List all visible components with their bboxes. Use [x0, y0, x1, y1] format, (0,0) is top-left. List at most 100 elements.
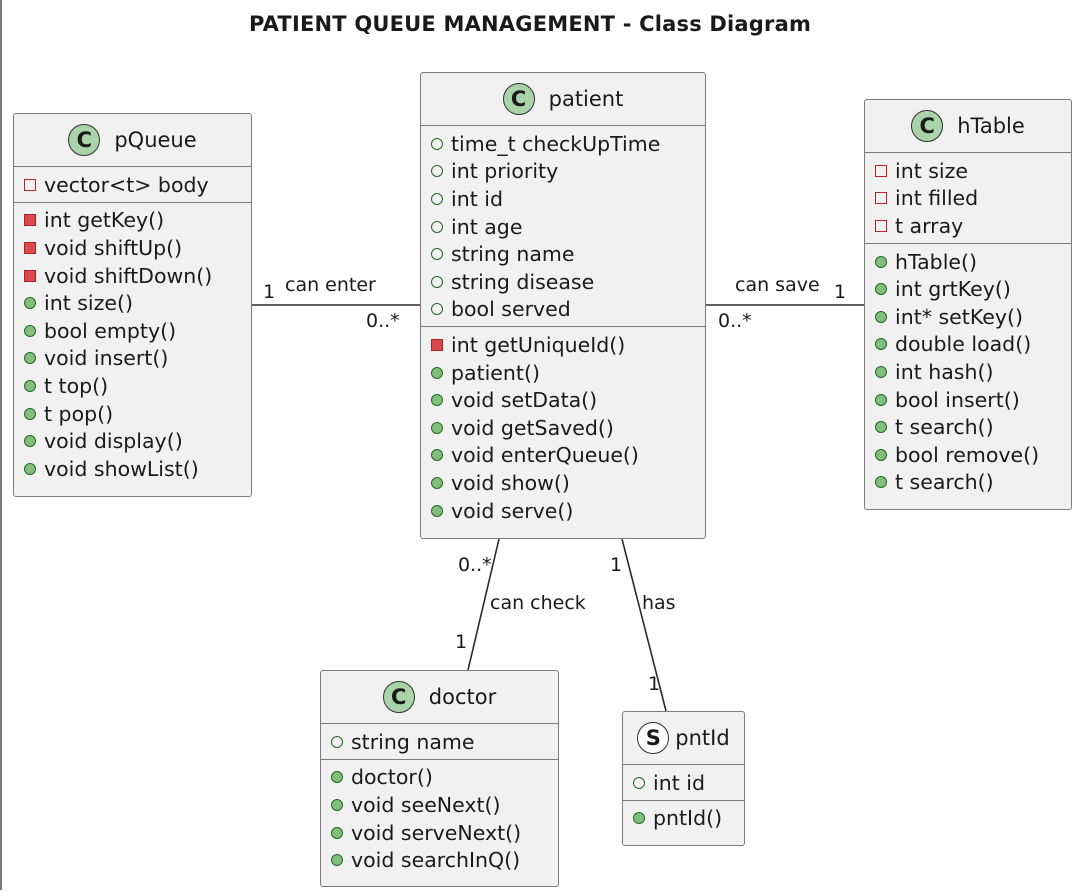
public-method-icon	[633, 812, 645, 825]
method-text: pntId()	[653, 806, 723, 831]
method-row: int* setKey()	[875, 303, 1071, 331]
relation-label-can-check: can check	[490, 592, 586, 614]
public-method-icon	[875, 283, 887, 296]
private-method-icon	[24, 269, 36, 282]
private-field-icon	[24, 178, 36, 191]
attribute-text: int priority	[451, 159, 559, 184]
method-text: t top()	[44, 373, 109, 398]
method-row: int hash()	[875, 358, 1071, 386]
class-pqueue: C pQueue vector<t> body int getKey() voi…	[13, 113, 252, 497]
private-field-icon	[875, 192, 887, 205]
public-method-icon	[331, 854, 343, 867]
method-section: int getKey() void shiftUp() void shiftDo…	[14, 203, 251, 486]
method-text: doctor()	[351, 765, 433, 790]
class-stereotype-icon: C	[502, 83, 535, 115]
class-doctor: C doctor string name doctor() void seeNe…	[320, 670, 559, 887]
method-row: void serve()	[431, 497, 705, 525]
class-htable: C hTable int size int filled t array hTa…	[864, 99, 1072, 510]
method-row: int getUniqueId()	[431, 331, 705, 359]
attribute-text: t array	[895, 213, 964, 238]
method-text: bool empty()	[44, 318, 177, 343]
attribute-row: vector<t> body	[24, 171, 251, 199]
method-row: void searchInQ()	[331, 846, 558, 874]
multiplicity-label: 1	[455, 631, 468, 653]
method-row: t pop()	[24, 400, 251, 428]
public-method-icon	[875, 476, 887, 489]
public-method-icon	[331, 798, 343, 811]
public-method-icon	[331, 771, 343, 784]
private-field-icon	[875, 219, 887, 232]
method-text: t pop()	[44, 401, 114, 426]
public-field-icon	[331, 735, 343, 748]
method-text: void shiftDown()	[44, 263, 213, 288]
method-section: int getUniqueId() patient() void setData…	[421, 327, 705, 527]
method-text: double load()	[895, 332, 1032, 357]
multiplicity-label: 1	[648, 673, 661, 695]
public-method-icon	[24, 435, 36, 448]
method-text: bool remove()	[895, 442, 1040, 467]
public-method-icon	[24, 352, 36, 365]
multiplicity-label: 1	[263, 281, 276, 303]
class-stereotype-icon: C	[382, 681, 415, 713]
public-method-icon	[431, 504, 443, 517]
method-row: void seeNext()	[331, 791, 558, 819]
method-text: void serve()	[451, 498, 574, 523]
method-text: void showList()	[44, 456, 199, 481]
class-header: C pQueue	[14, 114, 251, 167]
attribute-row: bool served	[431, 296, 705, 324]
method-text: void getSaved()	[451, 415, 614, 440]
attribute-row: string name	[431, 240, 705, 268]
attribute-row: int age	[431, 213, 705, 241]
public-field-icon	[431, 275, 443, 288]
method-section: doctor() void seeNext() void serveNext()…	[321, 760, 558, 877]
method-text: void shiftUp()	[44, 235, 183, 260]
public-method-icon	[431, 421, 443, 434]
private-method-icon	[431, 338, 443, 351]
method-section: hTable() int grtKey() int* setKey() doub…	[865, 244, 1071, 499]
public-method-icon	[875, 421, 887, 434]
relation-line-has	[621, 538, 667, 712]
multiplicity-label: 1	[834, 281, 847, 303]
method-row: t search()	[875, 413, 1071, 441]
class-name: pQueue	[114, 128, 197, 152]
method-text: int grtKey()	[895, 277, 1011, 302]
attribute-text: string name	[351, 729, 475, 754]
public-method-icon	[875, 365, 887, 378]
method-text: int getUniqueId()	[451, 332, 626, 357]
method-text: int* setKey()	[895, 304, 1023, 329]
class-patient: C patient time_t checkUpTime int priorit…	[420, 72, 706, 539]
struct-stereotype-icon: S	[637, 722, 670, 754]
method-row: bool empty()	[24, 317, 251, 345]
attribute-row: string name	[331, 728, 558, 756]
method-row: double load()	[875, 331, 1071, 359]
method-text: void seeNext()	[351, 792, 501, 817]
public-field-icon	[431, 137, 443, 150]
method-row: void display()	[24, 427, 251, 455]
method-text: void setData()	[451, 388, 598, 413]
public-method-icon	[875, 393, 887, 406]
method-row: void enterQueue()	[431, 442, 705, 470]
struct-pntid: S pntId int id pntId()	[622, 711, 745, 846]
class-stereotype-icon: C	[68, 124, 101, 156]
multiplicity-label: 0..*	[718, 310, 752, 332]
public-method-icon	[431, 366, 443, 379]
method-text: hTable()	[895, 249, 977, 274]
public-field-icon	[431, 220, 443, 233]
method-row: int grtKey()	[875, 275, 1071, 303]
private-field-icon	[875, 164, 887, 177]
method-text: int size()	[44, 291, 133, 316]
class-name: pntId	[675, 726, 730, 750]
method-row: bool insert()	[875, 386, 1071, 414]
public-method-icon	[431, 449, 443, 462]
class-name: hTable	[957, 114, 1025, 138]
public-method-icon	[875, 338, 887, 351]
method-row: pntId()	[633, 805, 744, 833]
class-stereotype-icon: C	[911, 110, 944, 142]
attribute-section: time_t checkUpTime int priority int id i…	[421, 126, 705, 328]
public-method-icon	[875, 310, 887, 323]
relation-label-can-enter: can enter	[285, 274, 376, 296]
attribute-text: time_t checkUpTime	[451, 131, 661, 156]
private-method-icon	[24, 214, 36, 227]
